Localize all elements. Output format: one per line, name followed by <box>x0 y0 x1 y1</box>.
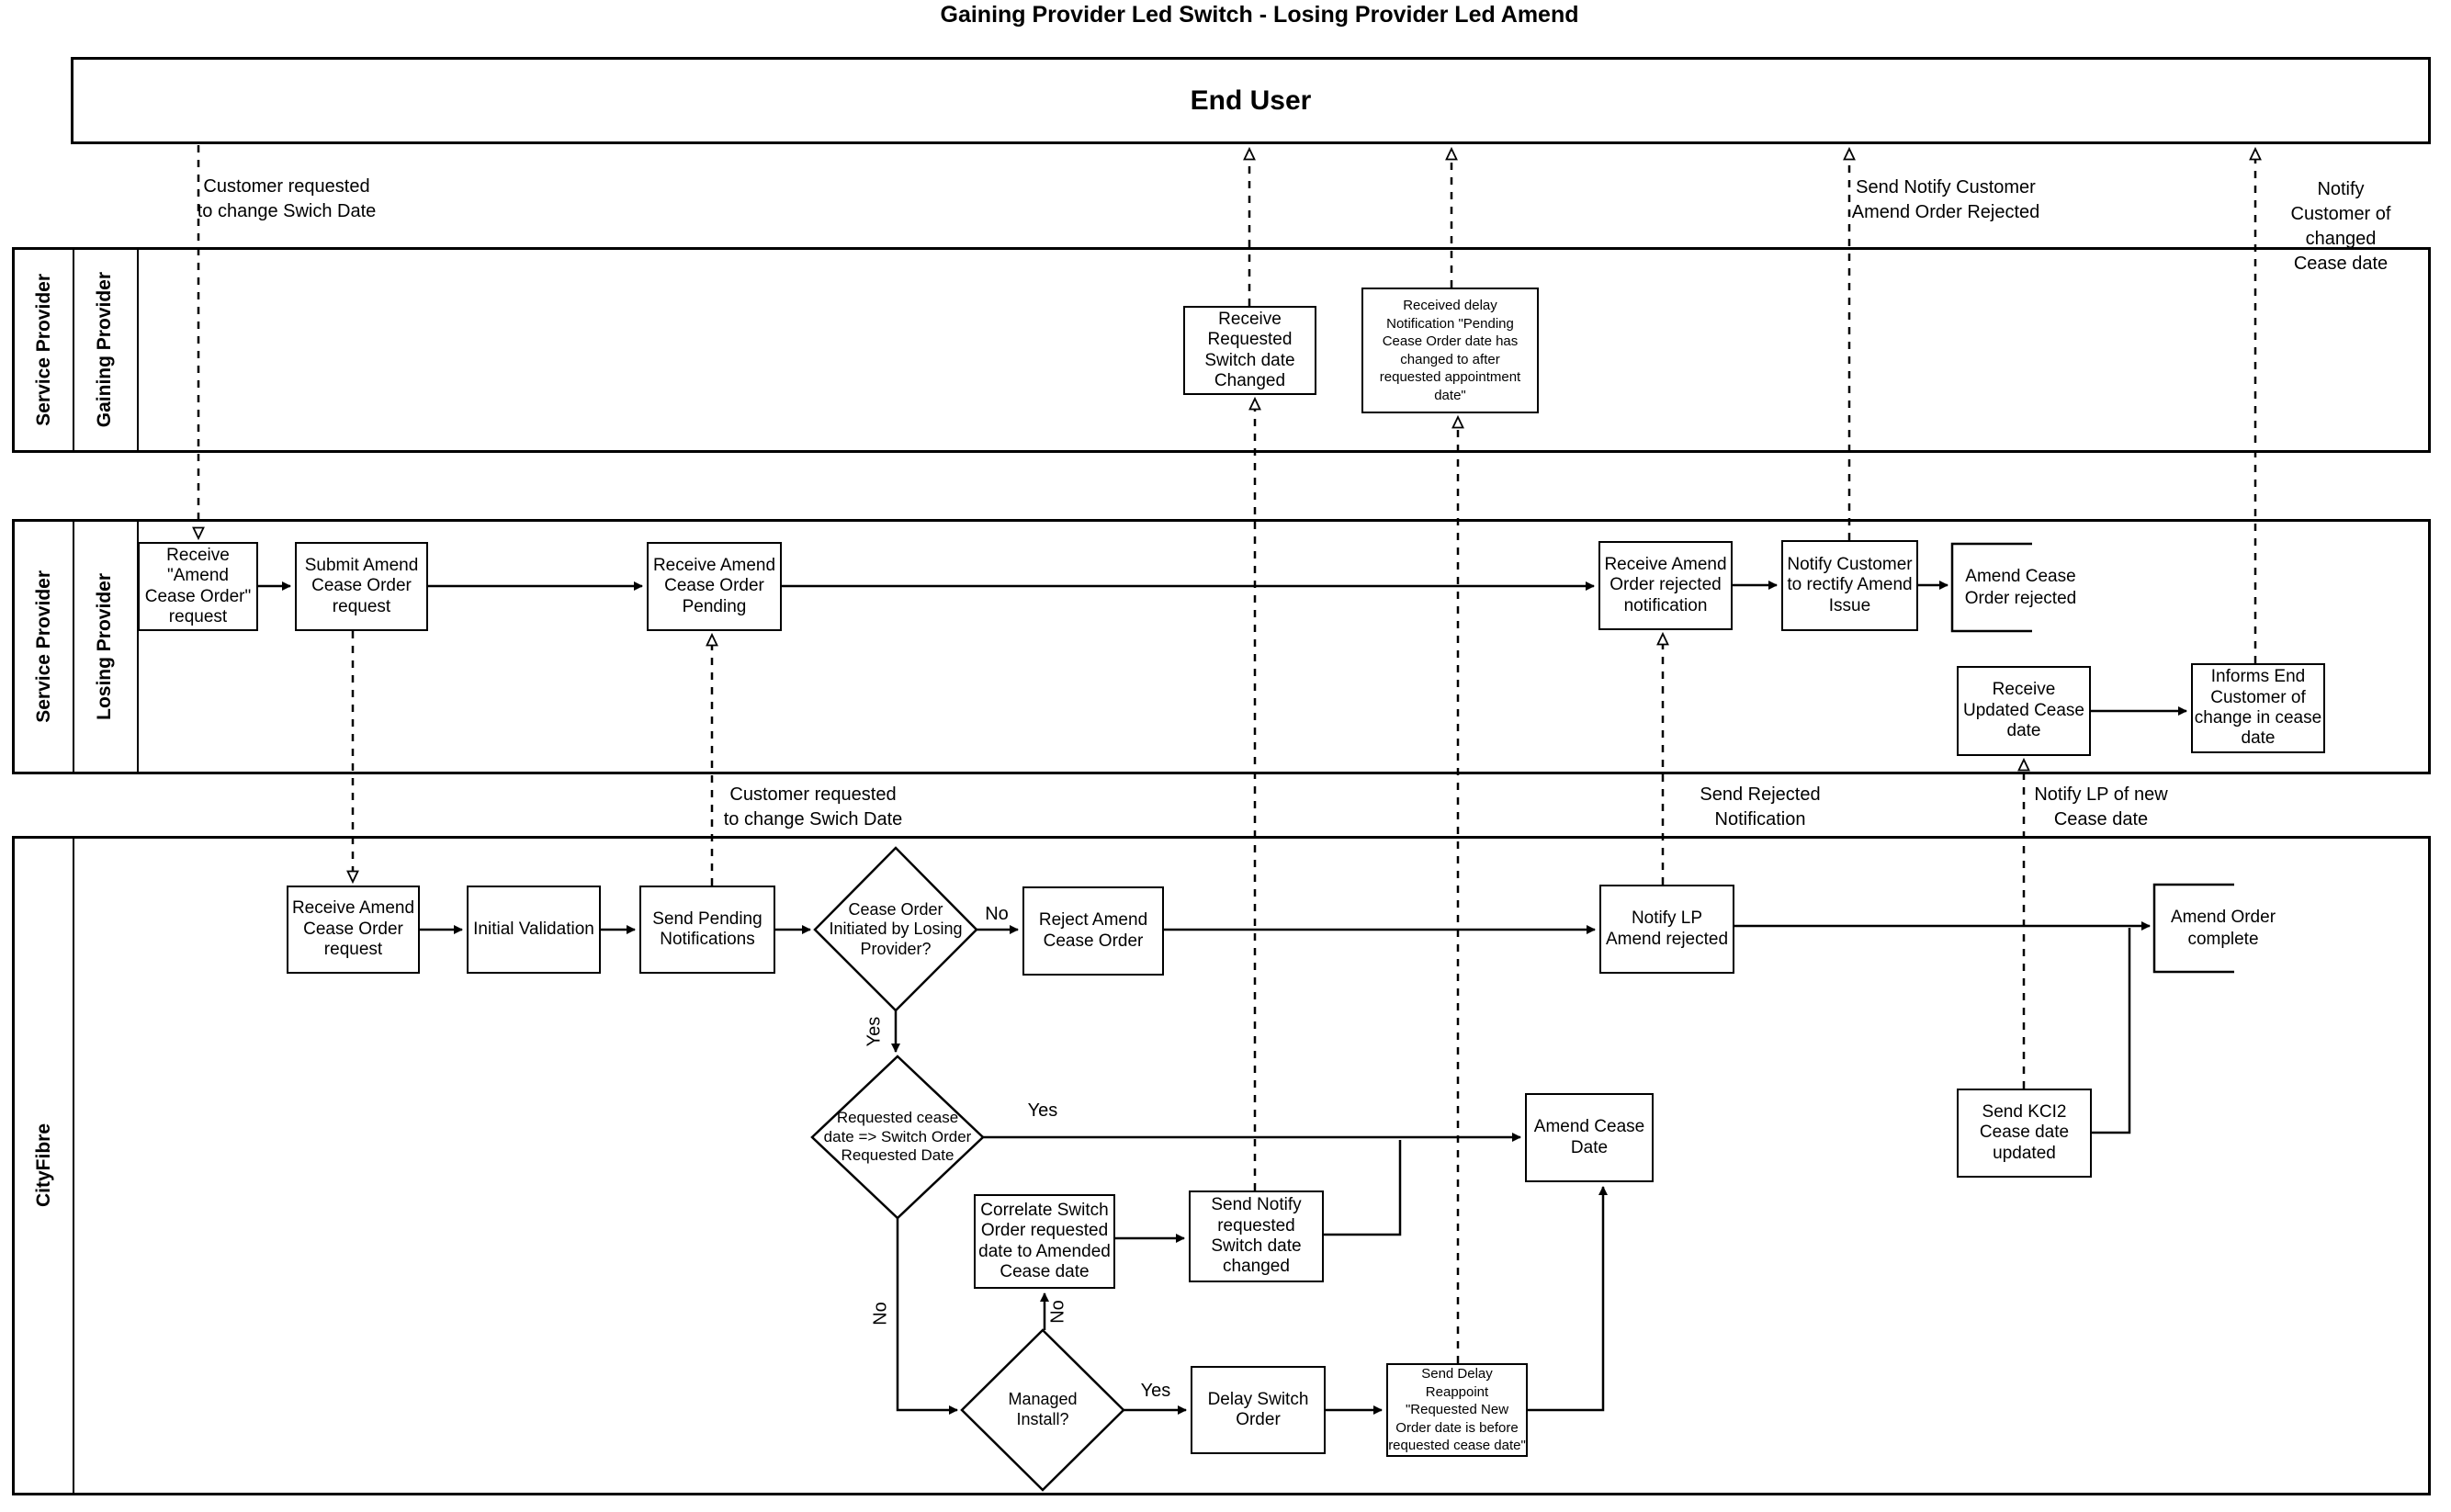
task-lp-receive-amend-cease-order-pending: Receive Amend Cease Order Pending <box>647 542 782 631</box>
label-send-notify-customer-amend-order-rejected: Send Notify Customer Amend Order Rejecte… <box>1851 177 2040 222</box>
branch-yes-decision1: Yes <box>864 1016 885 1047</box>
pool-cityfibre-label-col: CityFibre <box>15 839 74 1493</box>
task-cf-receive-amend-cease-order-request: Receive Amend Cease Order request <box>287 886 420 974</box>
decision-diamonds <box>810 846 1125 1492</box>
flow-decision2-no-to-decision3 <box>896 1218 958 1415</box>
pool-gaining-outer-label-col: Service Provider <box>15 250 74 450</box>
decision-cease-order-initiated-label: Cease Order Initiated by Losing Provider… <box>829 899 963 958</box>
task-lp-submit-amend-cease-order-request: Submit Amend Cease Order request <box>295 542 428 631</box>
decision-managed-install-label: Managed Install? <box>1008 1390 1078 1428</box>
task-lp-notify-customer-to-rectify-amend-issue: Notify Customer to rectify Amend Issue <box>1781 540 1918 631</box>
task-lp-informs-end-customer-of-change: Informs End Customer of change in cease … <box>2191 663 2325 753</box>
task-cf-initial-validation: Initial Validation <box>467 886 601 974</box>
decision-requested-cease-date-label: Requested cease date => Switch Order Req… <box>823 1109 972 1165</box>
task-cf-send-delay-reappoint: Send Delay Reappoint "Requested New Orde… <box>1386 1363 1528 1457</box>
label-notify-lp-of-new-cease-date: Notify LP of new Cease date <box>2034 784 2168 829</box>
dashed-message-arrows <box>198 145 2255 1363</box>
bracket-amend-cease-order-rejected <box>1950 542 2032 633</box>
pool-losing-provider: Service Provider Losing Provider <box>12 519 2431 774</box>
label-customer-requested-top: Customer requested to change Swich Date <box>197 176 377 221</box>
task-cf-send-notify-requested-switch-date-changed: Send Notify requested Switch date change… <box>1189 1190 1324 1282</box>
task-gp-receive-requested-switch-date-changed: Receive Requested Switch date Changed <box>1183 306 1316 395</box>
end-lp-amend-cease-order-rejected: Amend Cease Order rejected <box>1964 566 2077 608</box>
branch-no-decision1: No <box>985 904 1009 924</box>
pool-cityfibre: CityFibre <box>12 836 2431 1495</box>
solid-flow-arrows <box>258 581 2187 1415</box>
flow-kci2-join-complete <box>2092 928 2131 1134</box>
task-cf-send-kci2-cease-date-updated: Send KCI2 Cease date updated <box>1957 1089 2092 1178</box>
label-customer-requested-mid: Customer requested to change Swich Date <box>723 784 903 829</box>
diagram-title: Gaining Provider Led Switch - Losing Pro… <box>940 2 1579 28</box>
lane-end-user: End User <box>71 57 2431 144</box>
pool-losing-outer-label-col: Service Provider <box>15 522 74 772</box>
diamond-managed-install <box>960 1328 1125 1492</box>
flow-send-notify-join-yes-line <box>1324 1140 1402 1236</box>
task-cf-notify-lp-amend-rejected: Notify LP Amend rejected <box>1599 885 1734 974</box>
terminator-brackets <box>1950 542 2234 974</box>
task-lp-receive-amend-cease-order-request: Receive "Amend Cease Order" request <box>138 542 258 631</box>
task-gp-received-delay-notification: Received delay Notification "Pending Cea… <box>1361 288 1539 413</box>
branch-no-decision2: No <box>870 1302 891 1326</box>
label-notify-customer-of-changed-cease-date: Notify Customer of changed Cease date <box>2290 179 2391 274</box>
branch-no-decision3: No <box>1047 1300 1068 1324</box>
lane-end-user-label: End User <box>1190 85 1312 116</box>
task-lp-receive-amend-order-rejected-notification: Receive Amend Order rejected notificatio… <box>1598 541 1733 630</box>
pool-losing-inner-label-col: Losing Provider <box>73 522 139 772</box>
branch-yes-decision2: Yes <box>1027 1100 1058 1121</box>
bracket-amend-order-complete <box>2152 883 2234 974</box>
pool-gaining-inner-label-col: Gaining Provider <box>73 250 139 450</box>
task-cf-amend-cease-date: Amend Cease Date <box>1525 1093 1654 1182</box>
task-lp-receive-updated-cease-date: Receive Updated Cease date <box>1957 666 2091 756</box>
end-cf-amend-order-complete: Amend Order complete <box>2170 907 2276 949</box>
branch-yes-decision3: Yes <box>1140 1381 1171 1401</box>
task-cf-delay-switch-order: Delay Switch Order <box>1191 1366 1326 1454</box>
flow-reappoint-to-amend-cease-date <box>1528 1186 1608 1412</box>
task-cf-correlate-switch-order-date: Correlate Switch Order requested date to… <box>974 1194 1115 1289</box>
pool-gaining-provider: Service Provider Gaining Provider <box>12 247 2431 453</box>
task-cf-reject-amend-cease-order: Reject Amend Cease Order <box>1022 886 1164 976</box>
diamond-requested-cease-date <box>810 1055 985 1220</box>
label-send-rejected-notification: Send Rejected Notification <box>1700 784 1821 829</box>
diamond-cease-order-initiated <box>813 846 978 1012</box>
task-cf-send-pending-notifications: Send Pending Notifications <box>639 886 775 974</box>
